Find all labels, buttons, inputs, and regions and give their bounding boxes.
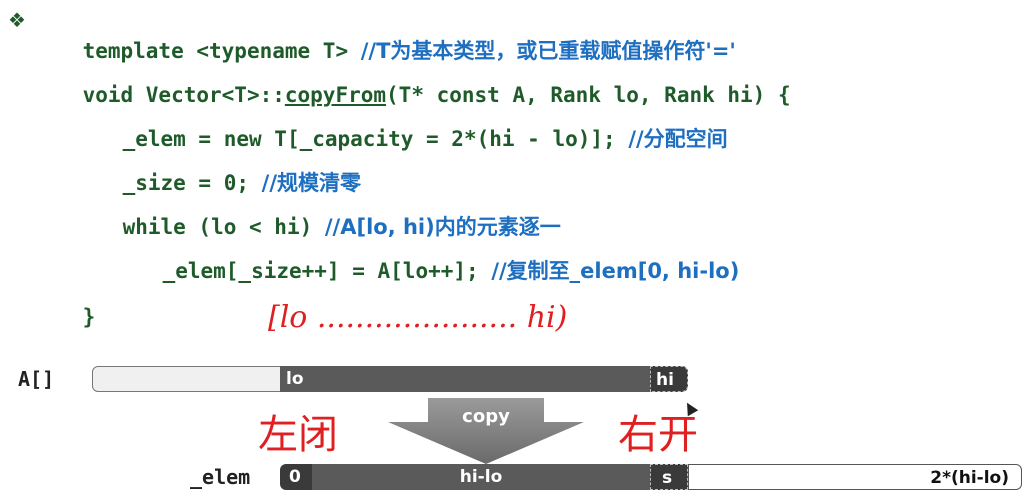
elem-zero-label: 0 [289, 467, 301, 487]
array-a-hi-cell: hi [650, 366, 688, 392]
code-line-4: _size = 0; //规模清零 [72, 138, 361, 195]
elem-s-label: s [662, 468, 673, 488]
elem-size-cell: s [650, 464, 688, 490]
code-comment: //规模清零 [261, 171, 361, 195]
array-a-range: lo [280, 366, 650, 392]
array-a-label: A[] [18, 367, 55, 391]
elem-copied-range: hi-lo [312, 464, 650, 490]
code-line-1: template <typename T> //T为基本类型，或已重载赋值操作符… [32, 6, 736, 63]
code-text: void Vector<T>:: [82, 83, 285, 107]
code-text: } [82, 305, 96, 329]
code-comment: //分配空间 [628, 127, 728, 151]
copy-label: copy [462, 406, 510, 427]
elem-capacity-label: 2*(hi-lo) [930, 468, 1009, 488]
code-text: _size = 0; [122, 171, 262, 195]
code-line-3: _elem = new T[_capacity = 2*(hi - lo)]; … [72, 94, 728, 151]
code-line-7: } [32, 272, 96, 329]
copy-arrow-icon [388, 398, 584, 464]
bullet-icon: ❖ [8, 8, 26, 32]
elem-zero-cell: 0 [280, 464, 312, 490]
code-comment: //A[lo, hi)内的元素逐一 [324, 215, 561, 239]
function-name: copyFrom [284, 83, 387, 107]
array-a-lo-label: lo [286, 369, 304, 389]
code-text: template <typename T> [82, 39, 361, 63]
elem-mid-label: hi-lo [459, 467, 503, 487]
code-text: _elem[_size++] = A[lo++]; [162, 259, 492, 283]
code-line-5: while (lo < hi) //A[lo, hi)内的元素逐一 [72, 182, 561, 239]
code-text: (T* const A, Rank lo, Rank hi) { [386, 83, 791, 107]
elem-array-label: _elem [190, 465, 251, 489]
code-line-2: void Vector<T>::copyFrom(T* const A, Ran… [32, 50, 791, 107]
array-a-hi-label: hi [656, 370, 674, 390]
code-comment: //复制至_elem[0, hi-lo) [491, 259, 740, 283]
code-line-6: _elem[_size++] = A[lo++]; //复制至_elem[0, … [112, 226, 740, 283]
left-closed-annotation: 左闭 [258, 412, 338, 458]
right-open-annotation: 右开 [618, 412, 698, 458]
code-text: _elem = new T[_capacity = 2*(hi - lo)]; [122, 127, 629, 151]
range-annotation: [lo ..................... hi) [268, 300, 568, 335]
code-text: while (lo < hi) [122, 215, 325, 239]
code-comment: //T为基本类型，或已重载赋值操作符'=' [360, 39, 736, 63]
elem-capacity-range: 2*(hi-lo) [688, 464, 1022, 490]
